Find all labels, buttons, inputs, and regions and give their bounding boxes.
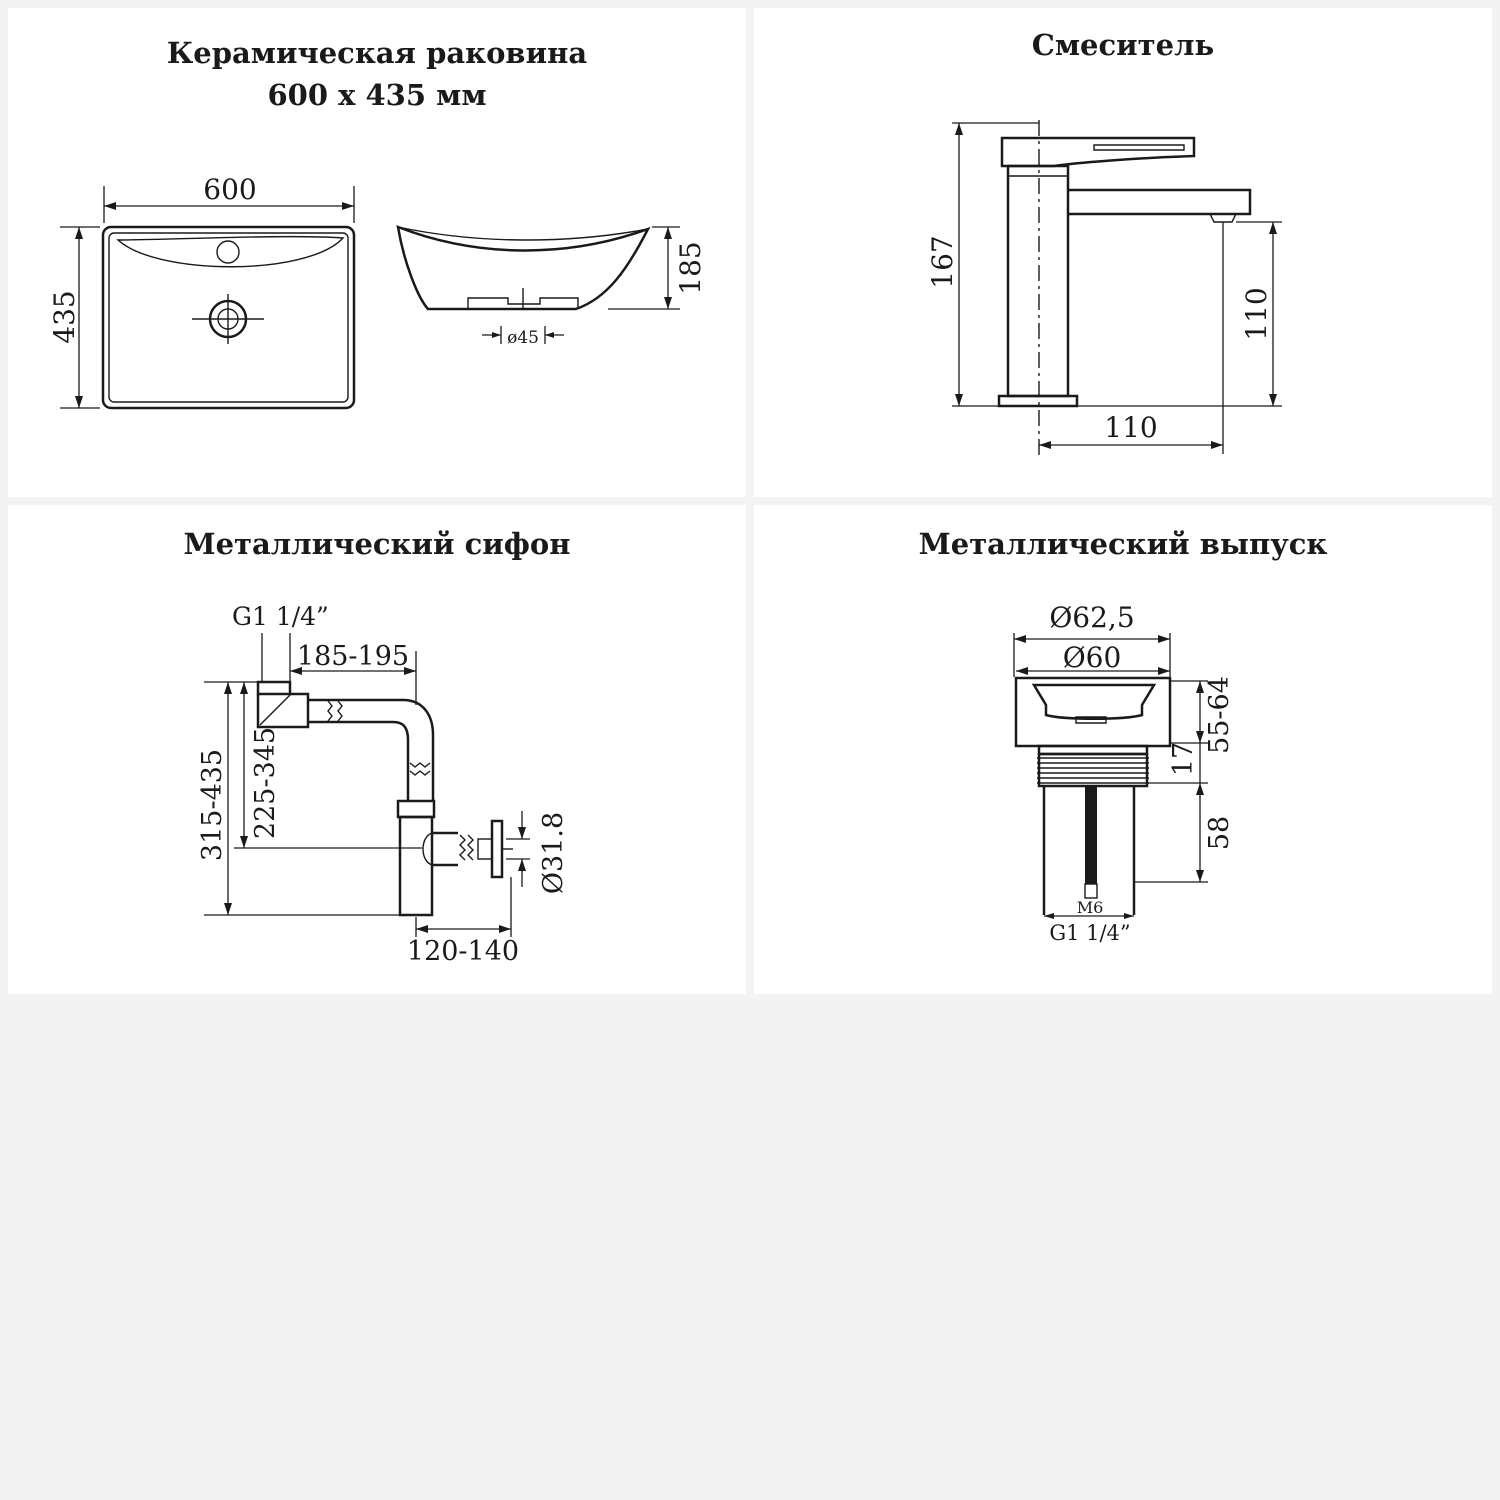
- siphon-bottle-cap: [396, 799, 436, 819]
- siphon-height-total-label: 315-435: [197, 749, 228, 861]
- siphon-horizontal-label: 185-195: [297, 641, 409, 672]
- drain-drawing: Ø62,5 Ø60 55-64 17 58 M6 G1 1/4”: [1013, 601, 1235, 945]
- drain-thread-label: G1 1/4”: [1049, 921, 1130, 945]
- sink-title: Керамическая раковина 600 x 435 мм: [8, 32, 746, 116]
- drain-flange-label: 17: [1168, 742, 1199, 776]
- sink-side-view: [396, 225, 651, 311]
- mixer-height-label: 167: [926, 235, 959, 288]
- mixer-handle: [1000, 136, 1196, 168]
- siphon-wall-label: 120-140: [407, 936, 519, 967]
- drain-bolt: [1085, 786, 1097, 884]
- mixer-aerator: [1208, 213, 1238, 223]
- drain-bolt-label: M6: [1077, 898, 1104, 917]
- sink-width-label: 600: [203, 173, 256, 206]
- siphon-bottle: [398, 815, 434, 917]
- siphon-outlet-label: Ø31.8: [538, 812, 569, 894]
- drain-inner-label: Ø60: [1063, 641, 1122, 674]
- siphon-drawing: G1 1/4” 185-195 315-435 225-345 Ø31.8 12…: [197, 602, 569, 967]
- drain-cup: [1031, 683, 1157, 720]
- mixer-reach-label: 110: [1104, 411, 1157, 444]
- drain-body-label: 58: [1204, 816, 1235, 850]
- drain-range-label: 55-64: [1204, 676, 1235, 754]
- drain-outer-label: Ø62,5: [1049, 601, 1134, 634]
- drain-thread: [1037, 757, 1149, 784]
- sink-height-label: 185: [674, 241, 707, 294]
- mixer-spout: [1068, 188, 1252, 216]
- siphon-break-marks-h: [327, 700, 343, 722]
- mixer-spout-height-label: 110: [1240, 287, 1273, 340]
- drain-panel: Металлический выпуск Ø62,5 Ø60: [754, 505, 1492, 994]
- mixer-title: Смеситель: [1031, 28, 1215, 62]
- sink-drawing: 600 435 185 ø45: [48, 173, 707, 410]
- siphon-wall-flange: [490, 819, 504, 879]
- siphon-panel: Металлический сифон G1 1/4” 185-195: [8, 505, 746, 994]
- drain-title: Металлический выпуск: [918, 527, 1328, 561]
- sink-panel: Керамическая раковина 600 x 435 мм 600 4…: [8, 8, 746, 497]
- sink-depth-label: 435: [48, 290, 81, 343]
- mixer-panel: Смеситель 167 110 110: [754, 8, 1492, 497]
- siphon-break-marks-o: [459, 834, 474, 861]
- sink-faucet-deck: [116, 235, 345, 268]
- siphon-bend: [402, 698, 435, 801]
- siphon-elbow: [256, 692, 310, 729]
- siphon-height-inner-label: 225-345: [250, 727, 281, 839]
- sink-top-outline: [101, 225, 356, 410]
- siphon-break-marks-v: [409, 762, 431, 776]
- sink-faucet-hole: [216, 240, 240, 264]
- mixer-drawing: 167 110 110: [926, 120, 1282, 458]
- sink-drain-label: ø45: [507, 328, 539, 348]
- sink-top-inner: [108, 232, 349, 403]
- mixer-base: [997, 394, 1079, 408]
- siphon-title: Металлический сифон: [183, 527, 571, 561]
- siphon-top-nut: [256, 680, 292, 696]
- mixer-body: [1006, 164, 1070, 398]
- sink-title-line1: Керамическая раковина: [166, 36, 588, 70]
- sink-side-base: [467, 297, 579, 309]
- siphon-thread-label: G1 1/4”: [232, 602, 329, 631]
- sink-title-line2: 600 x 435 мм: [267, 78, 487, 112]
- drain-flange: [1014, 676, 1172, 748]
